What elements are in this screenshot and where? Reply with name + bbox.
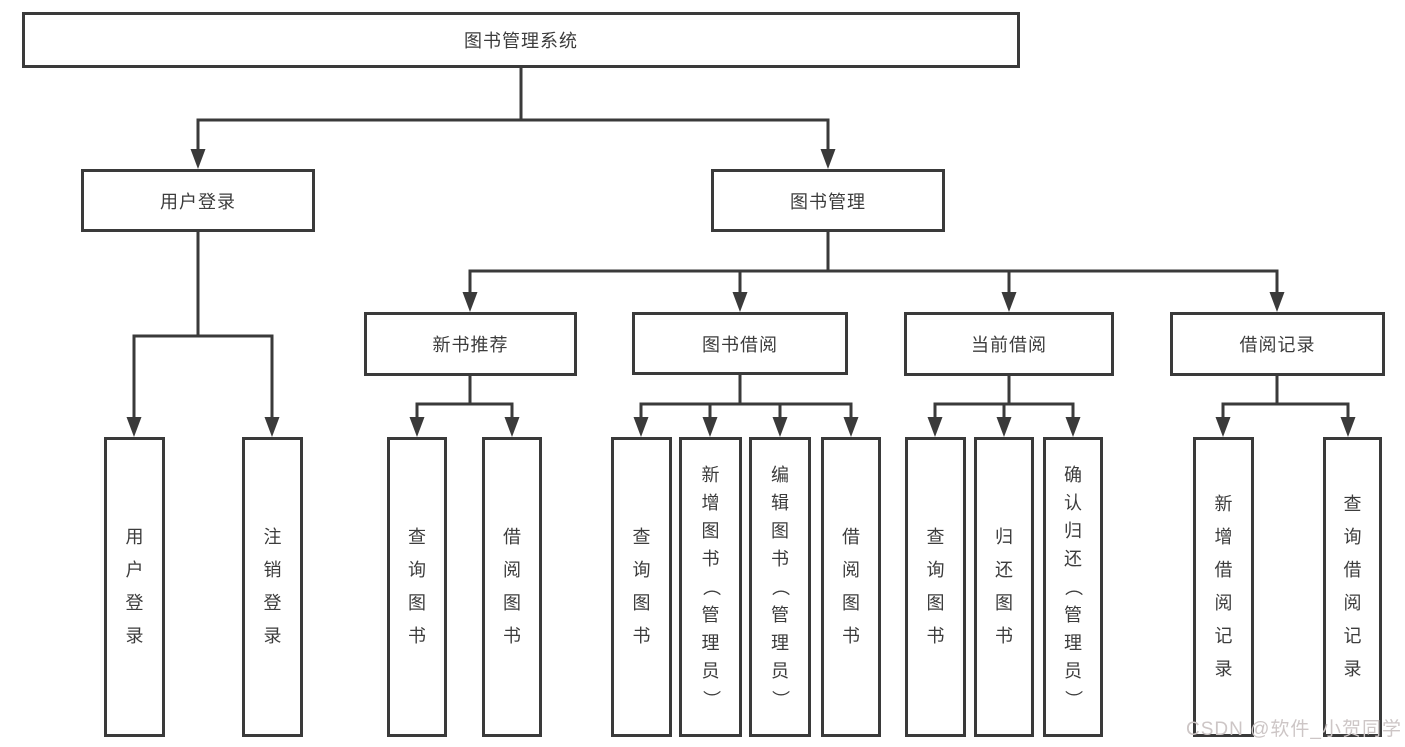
arrowhead <box>772 417 788 437</box>
leaf-query-borrow-record: 查询借阅记录 <box>1323 437 1382 737</box>
arrowhead <box>843 417 859 437</box>
leaf-query-books-b: 查询图书 <box>611 437 672 737</box>
arrowhead <box>190 149 206 169</box>
leaf-query-books-a: 查询图书 <box>387 437 447 737</box>
arrowhead <box>702 417 718 437</box>
leaf-logout: 注销登录 <box>242 437 303 737</box>
branch-user-login <box>126 232 280 437</box>
arrowhead <box>927 417 943 437</box>
arrowhead <box>732 292 748 312</box>
leaf-edit-books-label: 编辑图书（管理员） <box>770 465 790 708</box>
arrowhead <box>1215 417 1231 437</box>
leaf-edit-books: 编辑图书（管理员） <box>749 437 811 737</box>
node-book-borrow: 图书借阅 <box>632 312 848 375</box>
branch-borrow-records <box>1215 376 1356 437</box>
arrowhead <box>1001 292 1017 312</box>
node-book-mgmt-label: 图书管理 <box>790 191 866 212</box>
arrowhead <box>409 417 425 437</box>
arrowhead <box>462 292 478 312</box>
leaf-return-books-label: 归还图书 <box>995 527 1013 646</box>
node-new-book-rec-label: 新书推荐 <box>432 335 509 355</box>
leaf-borrow-books-b-label: 借阅图书 <box>842 527 860 646</box>
node-root-label: 图书管理系统 <box>464 31 578 51</box>
leaf-query-books-c: 查询图书 <box>905 437 966 737</box>
branch-current-borrow <box>927 376 1081 437</box>
leaf-add-books-label: 新增图书（管理员） <box>700 465 721 708</box>
arrowhead <box>1065 417 1081 437</box>
node-book-mgmt: 图书管理 <box>711 169 945 232</box>
node-book-borrow-label: 图书借阅 <box>702 334 778 355</box>
arrowhead <box>504 417 520 437</box>
branch-book-borrow <box>633 375 859 437</box>
node-new-book-rec: 新书推荐 <box>364 312 577 376</box>
arrowhead <box>633 417 649 437</box>
leaf-logout-label: 注销登录 <box>263 527 282 646</box>
leaf-add-borrow-record: 新增借阅记录 <box>1193 437 1254 737</box>
leaf-confirm-return-label: 确认归还（管理员） <box>1063 465 1083 708</box>
node-current-borrow: 当前借阅 <box>904 312 1114 376</box>
csdn-watermark: CSDN @软件_小贺同学 <box>1186 719 1402 740</box>
node-root: 图书管理系统 <box>22 12 1020 68</box>
leaf-user-login: 用户登录 <box>104 437 165 737</box>
arrowhead <box>1340 417 1356 437</box>
node-current-borrow-label: 当前借阅 <box>971 335 1047 355</box>
node-user-login-label: 用户登录 <box>160 191 236 212</box>
leaf-borrow-books-a: 借阅图书 <box>482 437 542 737</box>
leaf-borrow-books-b: 借阅图书 <box>821 437 881 737</box>
node-borrow-records: 借阅记录 <box>1170 312 1385 376</box>
leaf-add-books: 新增图书（管理员） <box>679 437 742 737</box>
leaf-query-books-c-label: 查询图书 <box>926 527 945 646</box>
leaf-return-books: 归还图书 <box>974 437 1034 737</box>
node-borrow-records-label: 借阅记录 <box>1239 335 1316 355</box>
branch-new-book-rec <box>409 376 520 437</box>
arrowhead <box>996 417 1012 437</box>
leaf-add-borrow-record-label: 新增借阅记录 <box>1214 494 1233 679</box>
leaf-confirm-return: 确认归还（管理员） <box>1043 437 1103 737</box>
arrowhead <box>264 417 280 437</box>
branch-root <box>190 68 836 169</box>
leaf-query-borrow-record-label: 查询借阅记录 <box>1343 494 1362 679</box>
arrowhead <box>1269 292 1285 312</box>
leaf-query-books-b-label: 查询图书 <box>632 527 651 646</box>
branch-book-mgmt <box>462 232 1285 312</box>
node-user-login: 用户登录 <box>81 169 315 232</box>
leaf-user-login-label: 用户登录 <box>125 527 144 646</box>
leaf-borrow-books-a-label: 借阅图书 <box>503 527 521 646</box>
leaf-query-books-a-label: 查询图书 <box>408 527 426 646</box>
arrowhead <box>126 417 142 437</box>
arrowhead <box>820 149 836 169</box>
